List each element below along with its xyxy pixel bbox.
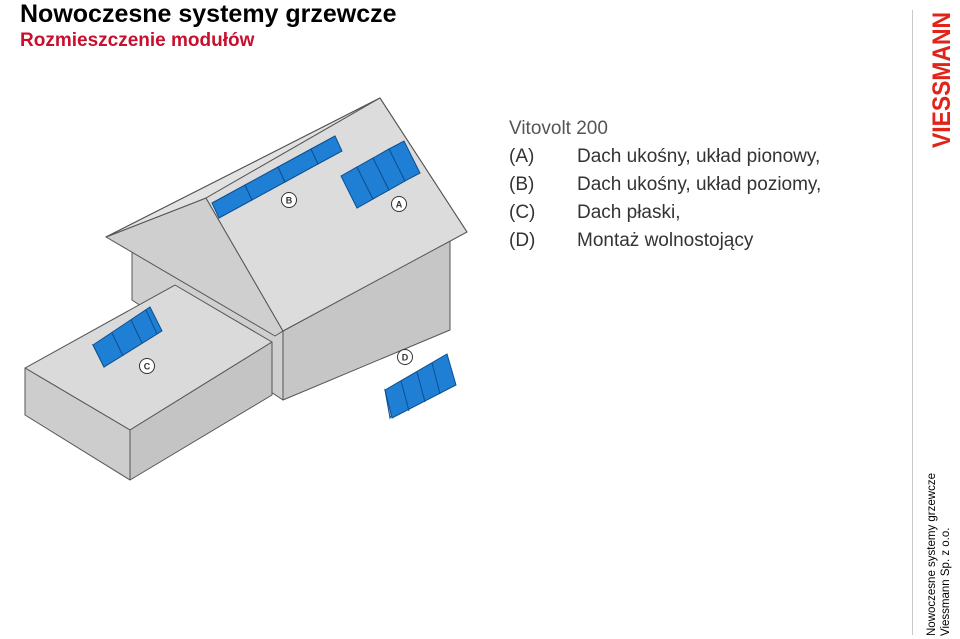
legend-key: (A) <box>509 146 535 167</box>
legend-item: (A) Dach ukośny, układ pionowy, <box>509 143 820 171</box>
legend-item: (B) Dach ukośny, układ poziomy, <box>509 171 821 199</box>
legend-text: Dach ukośny, układ pionowy, <box>577 146 821 167</box>
svg-text:D: D <box>402 353 409 363</box>
panel-group-d <box>384 353 457 420</box>
legend-text: Montaż wolnostojący <box>577 230 754 251</box>
legend-key: (B) <box>509 174 535 195</box>
legend-item: (D) Montaż wolnostojący <box>509 227 753 255</box>
page-subtitle: Rozmieszczenie modułów <box>20 30 255 51</box>
low-building-right-wall <box>129 341 273 481</box>
panel-group-c <box>91 306 163 369</box>
legend-text: Dach ukośny, układ poziomy, <box>577 174 822 195</box>
badge-d: D <box>397 349 413 365</box>
vertical-divider <box>912 10 913 635</box>
legend-heading: Vitovolt 200 <box>509 118 608 139</box>
badge-b: B <box>281 192 297 208</box>
badge-a: A <box>391 196 407 212</box>
legend-key: (D) <box>509 230 536 251</box>
page-title: Nowoczesne systemy grzewcze <box>20 0 397 28</box>
svg-text:B: B <box>286 196 293 206</box>
footer-line-1: Nowoczesne systemy grzewcze <box>926 473 938 636</box>
legend-text: Dach płaski, <box>577 202 681 223</box>
footer-line-2: Viessmann Sp. z o.o. <box>940 527 952 636</box>
badge-c: C <box>139 358 155 374</box>
footer: Nowoczesne systemy grzewcze Viessmann Sp… <box>925 473 953 636</box>
viessmann-logo: VIESSMANN <box>928 12 956 148</box>
panel-group-a <box>340 140 421 209</box>
panel-group-b <box>211 135 343 219</box>
legend-item: (C) Dach płaski, <box>509 199 681 227</box>
legend-key: (C) <box>509 202 536 223</box>
svg-text:A: A <box>396 200 403 210</box>
svg-text:VIESSMANN: VIESSMANN <box>928 12 956 148</box>
legend: Vitovolt 200 (A) Dach ukośny, układ pion… <box>509 115 821 255</box>
svg-text:C: C <box>144 362 151 372</box>
